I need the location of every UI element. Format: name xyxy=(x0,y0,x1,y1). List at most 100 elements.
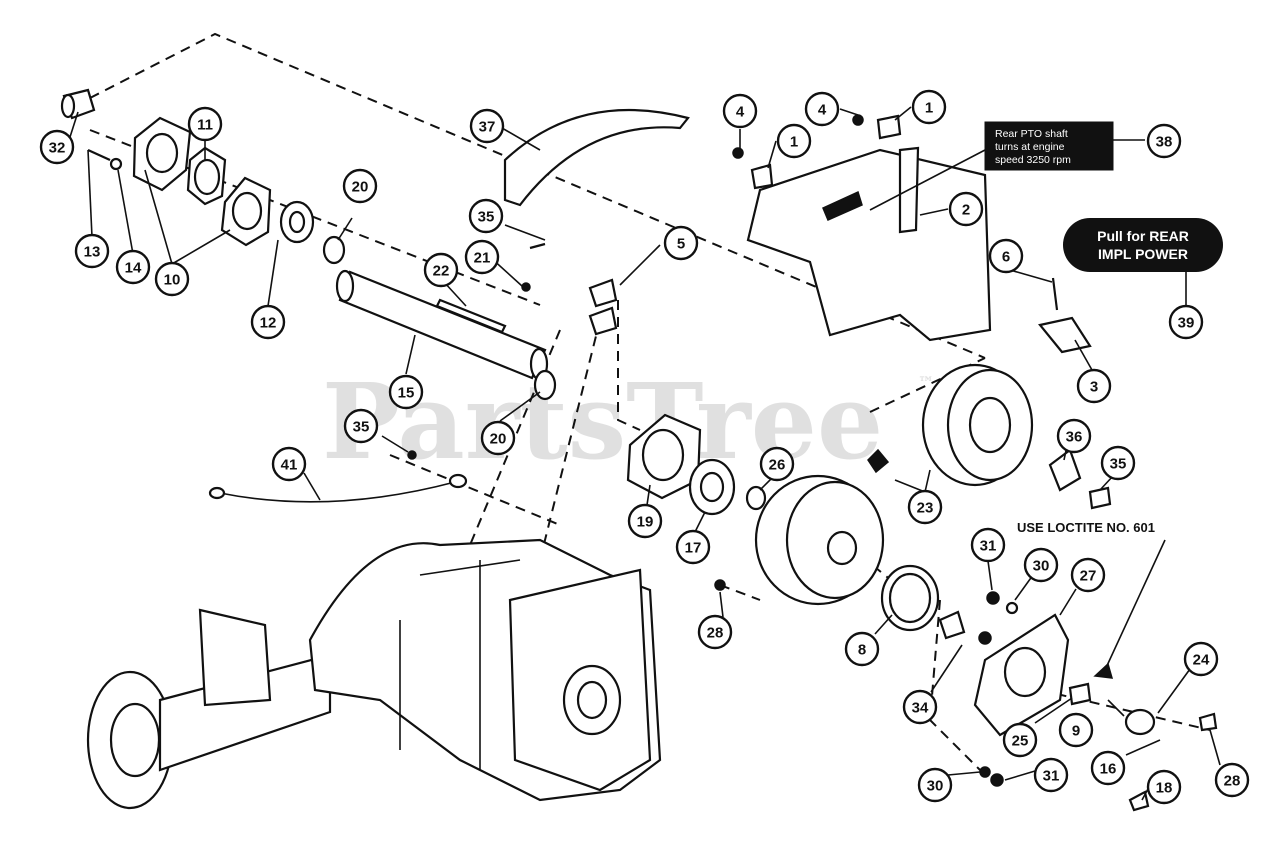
pull-label-line-1: Pull for REAR xyxy=(1097,228,1189,244)
callout-number: 5 xyxy=(677,236,685,253)
callout-number: 32 xyxy=(49,140,66,157)
callout-number: 34 xyxy=(912,700,929,717)
callout-5: 5 xyxy=(663,225,699,261)
loctite-note: USE LOCTITE NO. 601 xyxy=(1017,520,1155,535)
callout-number: 39 xyxy=(1178,315,1195,332)
callout-4: 4 xyxy=(804,91,840,127)
part-22-key xyxy=(435,298,507,334)
callout-32: 32 xyxy=(39,129,75,165)
callout-number: 35 xyxy=(1110,456,1127,473)
callout-28: 28 xyxy=(697,614,733,650)
callout-9: 9 xyxy=(1058,712,1094,748)
callout-23: 23 xyxy=(907,489,943,525)
callout-1: 1 xyxy=(911,89,947,125)
part-41-ground-wire xyxy=(208,450,468,503)
callout-number: 11 xyxy=(197,117,213,134)
part-4-screw xyxy=(732,147,744,159)
part-28-screw xyxy=(1198,712,1218,732)
callout-3: 3 xyxy=(1076,368,1112,404)
part-21-nut xyxy=(521,282,531,292)
callout-17: 17 xyxy=(675,529,711,565)
callout-number: 21 xyxy=(474,250,491,267)
callout-number: 24 xyxy=(1193,652,1210,669)
callout-18: 18 xyxy=(1146,769,1182,805)
callout-number: 37 xyxy=(479,119,496,136)
callout-35: 35 xyxy=(468,198,504,234)
callout-number: 1 xyxy=(925,100,933,117)
callout-number: 3 xyxy=(1090,379,1098,396)
callout-number: 28 xyxy=(707,625,724,642)
callout-8: 8 xyxy=(844,631,880,667)
callout-number: 36 xyxy=(1066,429,1083,446)
callout-number: 9 xyxy=(1072,723,1080,740)
part-34-hub xyxy=(938,610,966,640)
callout-number: 28 xyxy=(1224,773,1241,790)
callout-number: 35 xyxy=(353,419,370,436)
callout-4: 4 xyxy=(722,93,758,129)
part-4-screw-2 xyxy=(852,114,864,126)
part-26-spacer xyxy=(745,485,767,511)
decal-line-2: turns at engine xyxy=(995,141,1065,153)
callout-19: 19 xyxy=(627,503,663,539)
callout-34: 34 xyxy=(902,689,938,725)
rear-axle-housing xyxy=(86,538,662,810)
part-6-screw xyxy=(1051,277,1059,311)
callout-15: 15 xyxy=(388,374,424,410)
callout-37: 37 xyxy=(469,108,505,144)
callout-number: 13 xyxy=(84,244,101,261)
callout-number: 12 xyxy=(260,315,277,332)
callout-26: 26 xyxy=(759,446,795,482)
callout-12: 12 xyxy=(250,304,286,340)
callout-number: 18 xyxy=(1156,780,1173,797)
callout-30: 30 xyxy=(917,767,953,803)
callout-number: 15 xyxy=(398,385,415,402)
callout-6: 6 xyxy=(988,238,1024,274)
pull-label-line-2: IMPL POWER xyxy=(1098,246,1188,262)
callout-30: 30 xyxy=(1023,547,1059,583)
callout-number: 10 xyxy=(164,272,181,289)
part-1-clip xyxy=(750,163,774,190)
callout-20: 20 xyxy=(342,168,378,204)
callout-number: 8 xyxy=(858,642,866,659)
callout-27: 27 xyxy=(1070,557,1106,593)
part-14-lockwasher xyxy=(109,157,123,171)
callout-number: 1 xyxy=(790,134,798,151)
callout-number: 30 xyxy=(927,778,944,795)
clutch-pulley xyxy=(867,363,1034,487)
callout-36: 36 xyxy=(1056,418,1092,454)
callout-number: 26 xyxy=(769,457,786,474)
callout-20: 20 xyxy=(480,420,516,456)
callout-number: 30 xyxy=(1033,558,1050,575)
decal-line-1: Rear PTO shaft xyxy=(995,128,1068,140)
decal-line-3: speed 3250 rpm xyxy=(995,154,1071,166)
callout-24: 24 xyxy=(1183,641,1219,677)
bearings xyxy=(626,413,767,516)
callout-41: 41 xyxy=(271,446,307,482)
callout-number: 16 xyxy=(1100,761,1117,778)
callout-number: 22 xyxy=(433,263,450,280)
part-31-nut-2 xyxy=(990,773,1004,787)
callout-1: 1 xyxy=(776,123,812,159)
part-36-washer xyxy=(1048,448,1082,492)
callout-number: 31 xyxy=(1043,768,1060,785)
part-28-screw-2 xyxy=(714,579,726,591)
callout-number: 4 xyxy=(736,104,745,121)
callout-25: 25 xyxy=(1002,722,1038,758)
callout-number: 20 xyxy=(490,431,507,448)
callout-28: 28 xyxy=(1214,762,1250,798)
part-1-clip-2 xyxy=(876,114,902,140)
decal-mount xyxy=(822,190,863,221)
part-31-nut xyxy=(986,591,1000,605)
callout-31: 31 xyxy=(1033,757,1069,793)
decal-38: Rear PTO shaft turns at engine speed 325… xyxy=(869,121,1145,211)
part-24-cap xyxy=(1124,708,1156,736)
part-37-shield xyxy=(503,108,690,207)
part-5-bracket xyxy=(521,242,618,336)
callout-number: 2 xyxy=(962,202,970,219)
callout-21: 21 xyxy=(464,239,500,275)
part-2-cover xyxy=(746,148,992,342)
callout-39: 39 xyxy=(1168,304,1204,340)
callout-number: 41 xyxy=(281,457,298,474)
